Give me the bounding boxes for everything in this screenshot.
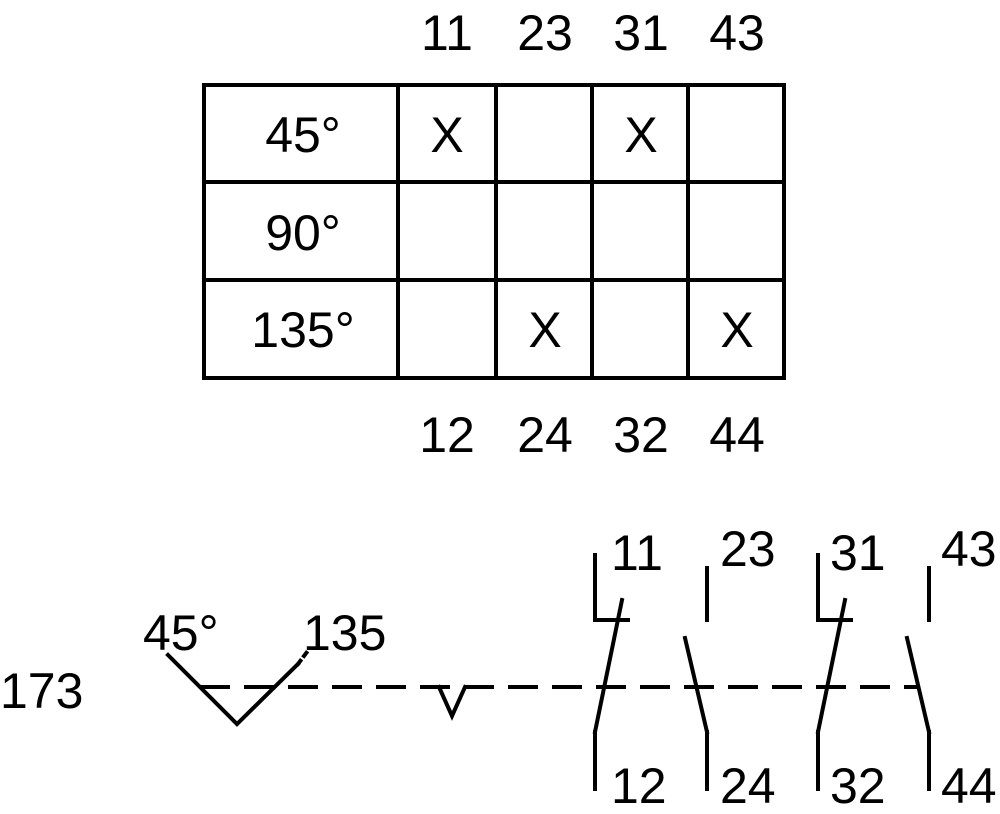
contact-terminal-label: 32 <box>830 758 886 814</box>
detent-notch-symbol <box>436 684 468 721</box>
contact-11-12: 11 12 <box>592 525 667 814</box>
contact-schematic: 173 45° 135 11 12 23 24 <box>0 521 997 814</box>
contact-23-24: 23 24 <box>682 521 776 814</box>
contact-terminal-label: 12 <box>611 758 667 814</box>
contact-31-32: 31 32 <box>815 525 886 814</box>
mark-cell: X <box>430 107 463 163</box>
switching-table: 11 23 31 43 45° 90° 135° X X X X 12 24 <box>202 5 786 463</box>
mark-cell: X <box>528 302 561 358</box>
cam-selector-symbol <box>165 645 313 727</box>
contact-terminal-label: 31 <box>830 525 886 581</box>
table-top-terminal-11: 11 <box>421 5 473 61</box>
cam-left-label: 45° <box>143 605 219 661</box>
table-bottom-terminal-24: 24 <box>517 407 573 463</box>
row-angle-45: 45° <box>265 107 341 163</box>
contact-terminal-label: 43 <box>941 521 997 577</box>
row-angle-90: 90° <box>265 205 341 261</box>
table-top-terminal-23: 23 <box>517 5 573 61</box>
mark-cell: X <box>624 107 657 163</box>
contact-terminal-label: 11 <box>611 525 663 581</box>
contact-terminal-label: 23 <box>720 521 776 577</box>
contact-43-44: 43 44 <box>904 521 997 814</box>
cam-right-label: 135 <box>303 605 386 661</box>
table-bottom-terminal-12: 12 <box>419 407 475 463</box>
table-top-terminal-43: 43 <box>709 5 765 61</box>
contact-terminal-label: 44 <box>941 758 997 814</box>
table-bottom-terminal-44: 44 <box>709 407 765 463</box>
schematic-ref-label: 173 <box>0 663 83 719</box>
mark-cell: X <box>720 302 753 358</box>
table-bottom-terminal-32: 32 <box>613 407 669 463</box>
contact-terminal-label: 24 <box>720 758 776 814</box>
table-top-terminal-31: 31 <box>613 5 669 61</box>
row-angle-135: 135° <box>251 302 354 358</box>
